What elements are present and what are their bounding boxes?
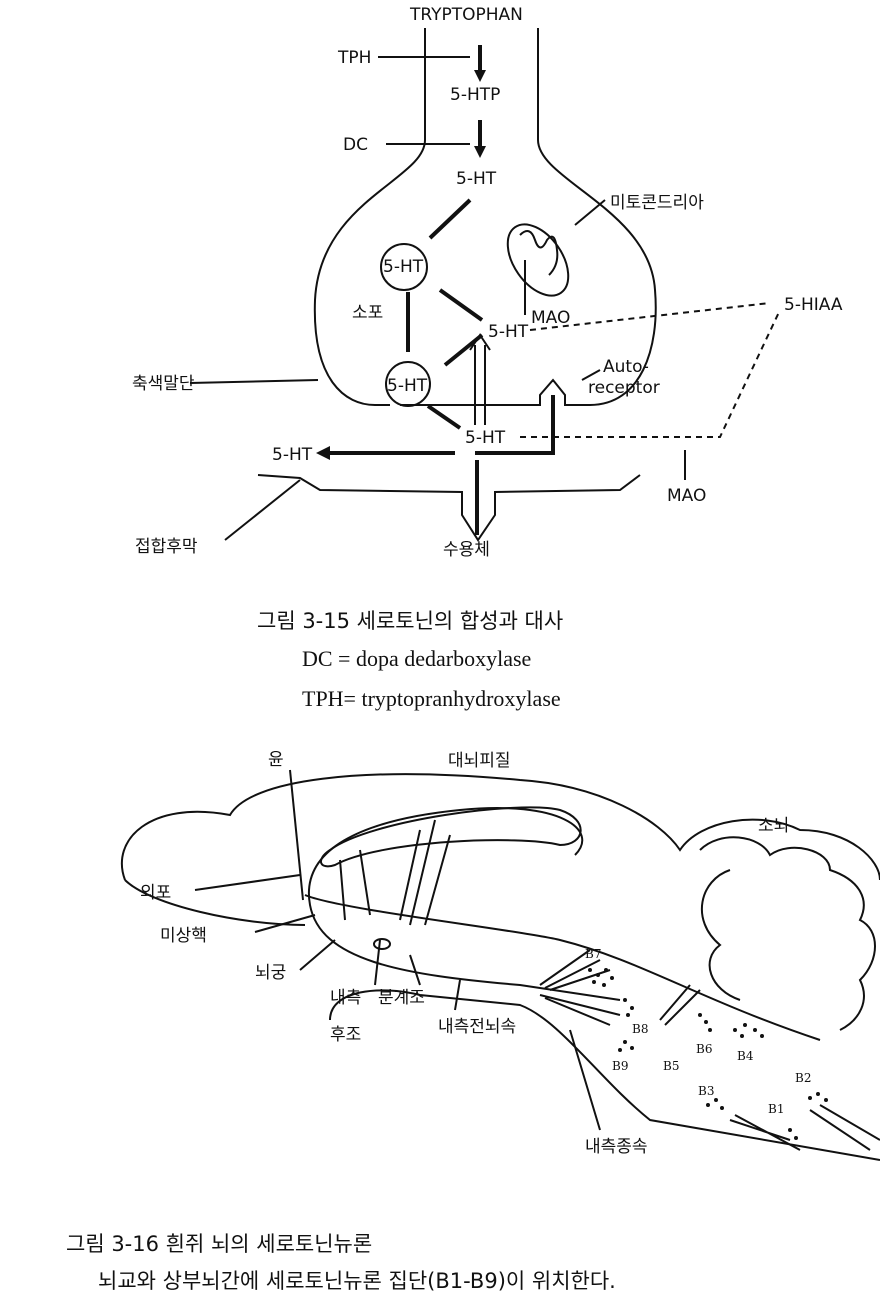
label-dc: DC	[343, 135, 368, 155]
label-mfb: 내측전뇌속	[438, 1017, 516, 1037]
label-external-capsule: 외포	[140, 883, 171, 903]
label-b6: B6	[696, 1042, 712, 1056]
label-fornix: 뇌궁	[255, 963, 286, 983]
mitochondria-cristae	[519, 230, 559, 276]
label-receptor-kr: 수용체	[443, 540, 490, 560]
label-b8: B8	[632, 1022, 648, 1036]
label-5ht-middle: 5-HT	[488, 322, 529, 342]
figure-3-16-description: 뇌교와 상부뇌간에 세로토닌뉴론 집단(B1-B9)이 위치한다.	[98, 1269, 616, 1293]
label-mitochondria: 미토콘드리아	[610, 193, 704, 213]
arrows	[189, 45, 781, 541]
figure-3-15-labels: TRYPTOPHAN TPH 5-HTP DC 5-HT 미토콘드리아 5-HT…	[132, 5, 843, 560]
vesicle-2	[385, 361, 431, 407]
label-yun: 윤	[268, 750, 284, 770]
label-5ht-left: 5-HT	[272, 445, 313, 465]
label-medial: 내측	[330, 988, 361, 1008]
fiber-arc	[307, 807, 621, 1001]
anterior-commissure	[373, 938, 391, 950]
label-posterior: 후조	[330, 1025, 361, 1045]
corpus-callosum	[320, 806, 582, 868]
figure-3-16-labels: 윤 대뇌피질 소뇌 외포 미상핵 뇌궁 내측 분계조 후조 내측전뇌속 내측종속…	[140, 750, 811, 1157]
label-b1: B1	[768, 1102, 784, 1116]
mitochondria-icon	[506, 223, 570, 297]
label-5ht-vesicle1: 5-HT	[383, 257, 424, 277]
figure-3-16-diagram	[120, 769, 880, 1161]
brain-outline	[120, 773, 880, 1161]
label-caudate: 미상핵	[160, 926, 207, 946]
label-vesicle: 소포	[352, 303, 383, 323]
label-auto: Auto-	[603, 357, 649, 377]
label-5ht-top: 5-HT	[456, 169, 497, 189]
figure-3-16-caption: 그림 3-16 흰쥐 뇌의 세로토닌뉴론	[66, 1232, 373, 1256]
label-mao-outer: MAO	[667, 486, 706, 506]
vesicle-1	[380, 243, 428, 291]
label-b3: B3	[698, 1084, 714, 1098]
label-longitudinal: 내측종속	[585, 1137, 648, 1157]
label-b2: B2	[795, 1071, 811, 1085]
label-stria-terminalis: 분계조	[378, 988, 425, 1008]
label-axon-terminal: 축색말단	[132, 374, 195, 394]
label-b5: B5	[663, 1059, 679, 1073]
label-postsynaptic: 접합후막	[135, 537, 198, 557]
label-tryptophan: TRYPTOPHAN	[409, 5, 523, 25]
raphe-projections	[539, 949, 880, 1151]
label-cerebellum: 소뇌	[758, 816, 789, 836]
postsynaptic-membrane	[257, 474, 641, 542]
label-cortex: 대뇌피질	[448, 751, 511, 771]
label-tph: TPH	[337, 48, 371, 68]
note-tph: TPH= tryptopranhydroxylase	[302, 686, 561, 711]
axon-terminal-outline	[313, 28, 657, 406]
label-b7: B7	[585, 947, 601, 961]
label-5htp: 5-HTP	[450, 85, 500, 105]
note-dc: DC = dopa dedarboxylase	[302, 646, 532, 671]
label-5ht-cleft: 5-HT	[465, 428, 506, 448]
figure-3-15-caption: 그림 3-15 세로토닌의 합성과 대사	[257, 609, 564, 633]
leader-lines	[194, 769, 601, 1131]
serotonin-cell-dots	[588, 968, 828, 1140]
septal-fibers	[339, 819, 451, 926]
label-5ht-vesicle2: 5-HT	[387, 376, 428, 396]
cerebellum	[699, 836, 876, 1031]
label-b9: B9	[612, 1059, 628, 1073]
label-5hiaa: 5-HIAA	[784, 295, 843, 315]
label-b4: B4	[737, 1049, 754, 1063]
label-mao-inner: MAO	[531, 308, 570, 328]
label-receptor: receptor	[588, 378, 660, 398]
